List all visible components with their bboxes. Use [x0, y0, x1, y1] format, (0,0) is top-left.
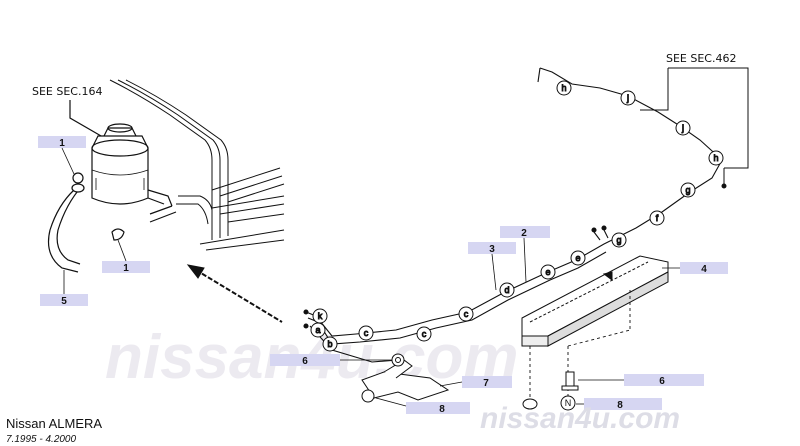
svg-text:8: 8	[439, 404, 445, 415]
bracket-7	[361, 353, 450, 403]
clip-h-right: h	[708, 150, 724, 166]
svg-text:6: 6	[302, 356, 308, 367]
callout-1-lower: 1	[102, 239, 150, 274]
svg-text:6: 6	[659, 376, 665, 387]
svg-text:a: a	[315, 325, 320, 335]
svg-text:d: d	[504, 285, 509, 295]
ref-sec164: SEE SEC.164	[32, 85, 103, 98]
clip-k: k	[312, 308, 328, 324]
svg-text:g: g	[616, 235, 621, 245]
clip-j-mid: j	[675, 120, 691, 136]
svg-text:k: k	[318, 311, 323, 321]
clip-b: b	[322, 336, 338, 352]
svg-text:1: 1	[59, 138, 65, 149]
clip-c-1: c	[458, 306, 474, 322]
clip-d: d	[499, 282, 515, 298]
svg-text:N: N	[565, 398, 572, 408]
callout-2: 2	[500, 226, 550, 283]
svg-text:b: b	[327, 339, 332, 349]
clip-j-top: j	[620, 90, 636, 106]
callout-6-right: 6	[578, 374, 704, 387]
svg-text:c: c	[364, 328, 369, 338]
sec462-bracket	[640, 67, 749, 189]
clip-c-3: c	[358, 325, 374, 341]
clip-g-left: g	[611, 232, 627, 248]
svg-text:f: f	[656, 213, 659, 223]
svg-text:g: g	[685, 185, 690, 195]
callout-7: 7	[439, 376, 512, 389]
footer-model: Nissan ALMERA	[6, 416, 102, 431]
callout-8-left: 8	[375, 397, 470, 415]
svg-text:e: e	[545, 267, 550, 277]
pipe-clips: h j j h g f g e e d c c c b a k	[310, 80, 724, 352]
svg-text:c: c	[464, 309, 469, 319]
footer-period: 7.1995 - 4.2000	[6, 434, 76, 445]
callout-4: 4	[662, 262, 728, 275]
callout-3: 3	[468, 242, 516, 291]
svg-text:5: 5	[61, 296, 67, 307]
clip-e-left: e	[540, 264, 556, 280]
svg-text:3: 3	[489, 244, 495, 255]
fasteners: N	[522, 371, 579, 411]
svg-text:c: c	[422, 329, 427, 339]
svg-text:j: j	[681, 123, 684, 133]
callout-1-upper: 1	[38, 136, 86, 175]
svg-text:8: 8	[617, 400, 623, 411]
svg-text:h: h	[713, 153, 718, 163]
svg-text:4: 4	[701, 264, 707, 275]
clip-c-2: c	[416, 326, 432, 342]
svg-text:h: h	[561, 83, 566, 93]
svg-text:7: 7	[483, 378, 489, 389]
pipe-bundle	[109, 79, 285, 251]
svg-text:e: e	[575, 253, 580, 263]
clip-f: f	[649, 210, 665, 226]
direction-arrow	[186, 264, 283, 323]
svg-text:1: 1	[123, 263, 129, 274]
svg-text:j: j	[626, 93, 629, 103]
clip-h-top: h	[556, 80, 572, 96]
svg-text:2: 2	[521, 228, 527, 239]
clip-a: a	[310, 322, 326, 338]
ref-sec462: SEE SEC.462	[666, 52, 737, 65]
watermark-corner: nissan4u.com	[480, 402, 680, 435]
protector-4	[521, 255, 669, 347]
callout-8-right: 8	[576, 398, 662, 411]
clip-g-right: g	[680, 182, 696, 198]
callout-6-left: 6	[270, 354, 392, 367]
clip-e-right: e	[570, 250, 586, 266]
reservoir-assembly	[47, 100, 177, 273]
callout-5: 5	[40, 270, 88, 307]
